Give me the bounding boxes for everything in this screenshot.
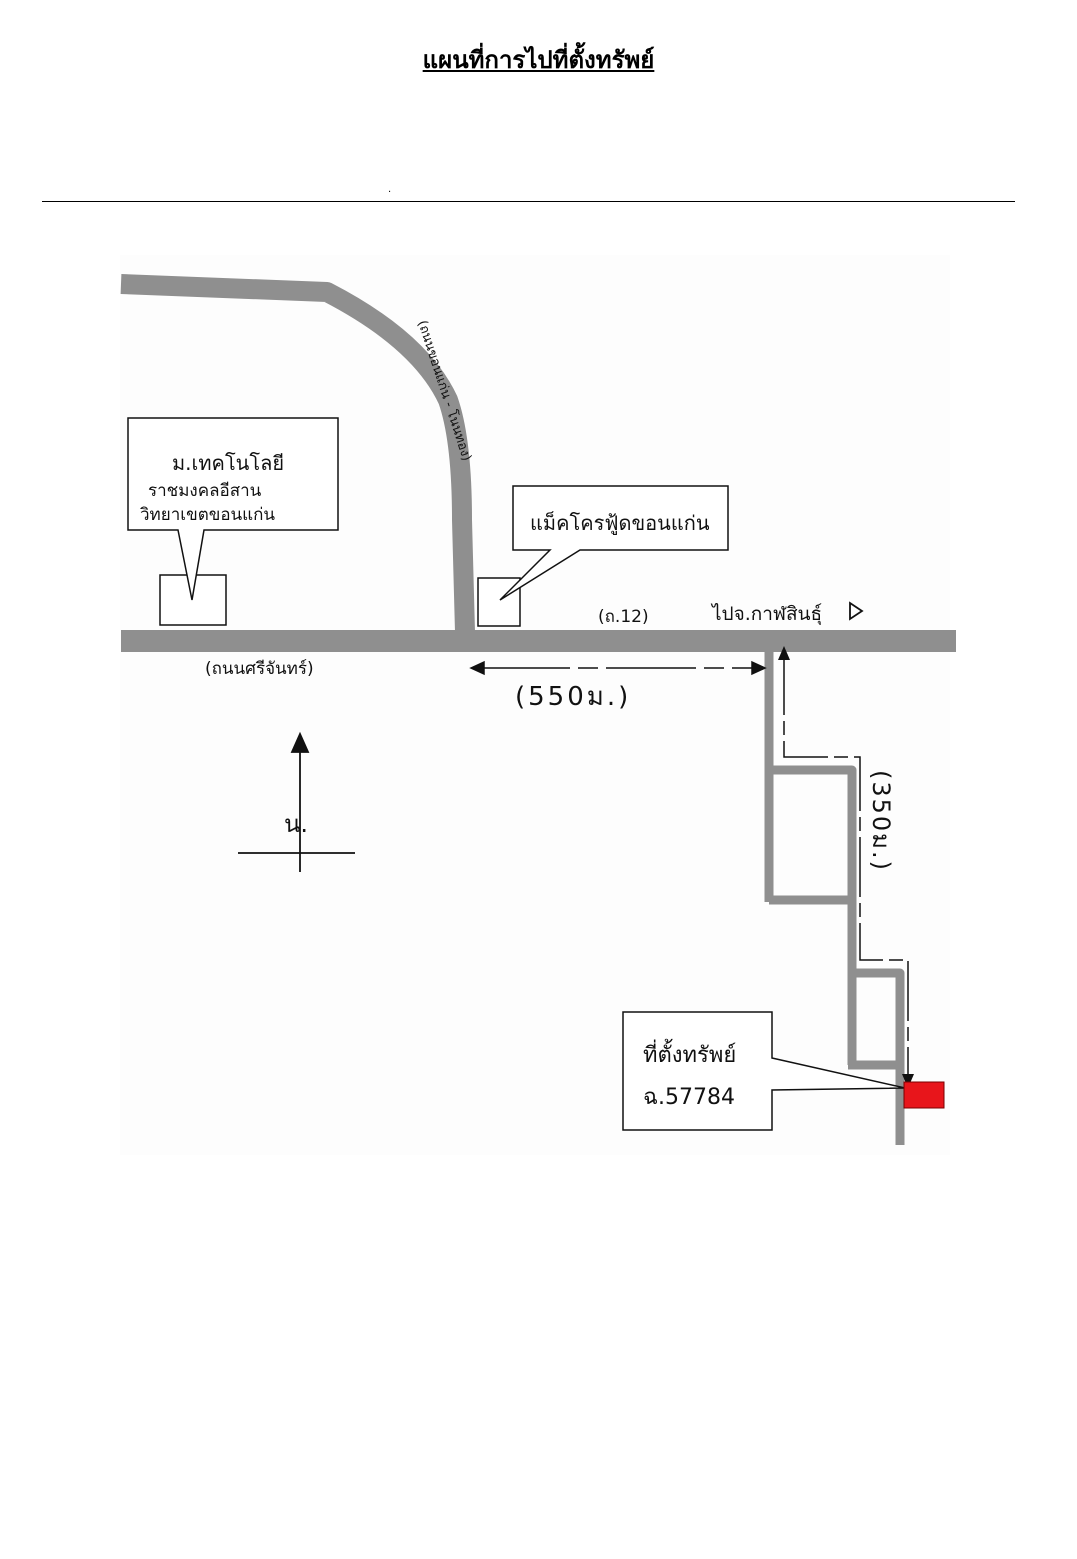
north-label: น.	[284, 810, 308, 838]
makro-callout	[499, 485, 729, 601]
route-arrow-down	[902, 1074, 914, 1088]
university-callout	[127, 417, 339, 601]
property-label-2: ฉ.57784	[643, 1085, 735, 1110]
route-arrow-up	[778, 646, 790, 660]
property-label-1: ที่ตั้งทรัพย์	[643, 1039, 736, 1068]
distance-east-label: (550ม.)	[515, 682, 631, 712]
north-arrow-icon	[238, 731, 355, 872]
map-background	[120, 255, 950, 1155]
distance-south-route	[783, 655, 909, 1080]
makro-building	[477, 577, 521, 627]
university-label-2: ราชมงคลอีสาน	[148, 481, 262, 501]
university-label-1: ม.เทคโนโลยี	[172, 451, 284, 475]
rule-dot: .	[388, 184, 392, 195]
page-title: แผนที่การไปที่ตั้งทรัพย์	[422, 45, 655, 74]
university-label-3: วิทยาเขตขอนแก่น	[140, 505, 276, 525]
makro-label: แม็คโครฟู้ดขอนแก่น	[530, 510, 710, 536]
title-rule	[42, 201, 1015, 202]
property-callout	[622, 1011, 906, 1131]
srichan-road-label: (ถนนศรีจันทร์)	[205, 659, 314, 679]
distance-south-label: (350ม.)	[867, 770, 895, 872]
distance-east-arrow	[469, 660, 767, 676]
to-kalasin-label: ไปจ.กาฬสินธุ์	[710, 603, 822, 626]
triangle-right-icon	[849, 601, 864, 621]
highway-label: (ถ.12)	[598, 607, 649, 627]
road-khonkaen-nonthong	[120, 274, 475, 633]
property-marker	[903, 1081, 945, 1109]
road-loop-1	[769, 765, 857, 905]
